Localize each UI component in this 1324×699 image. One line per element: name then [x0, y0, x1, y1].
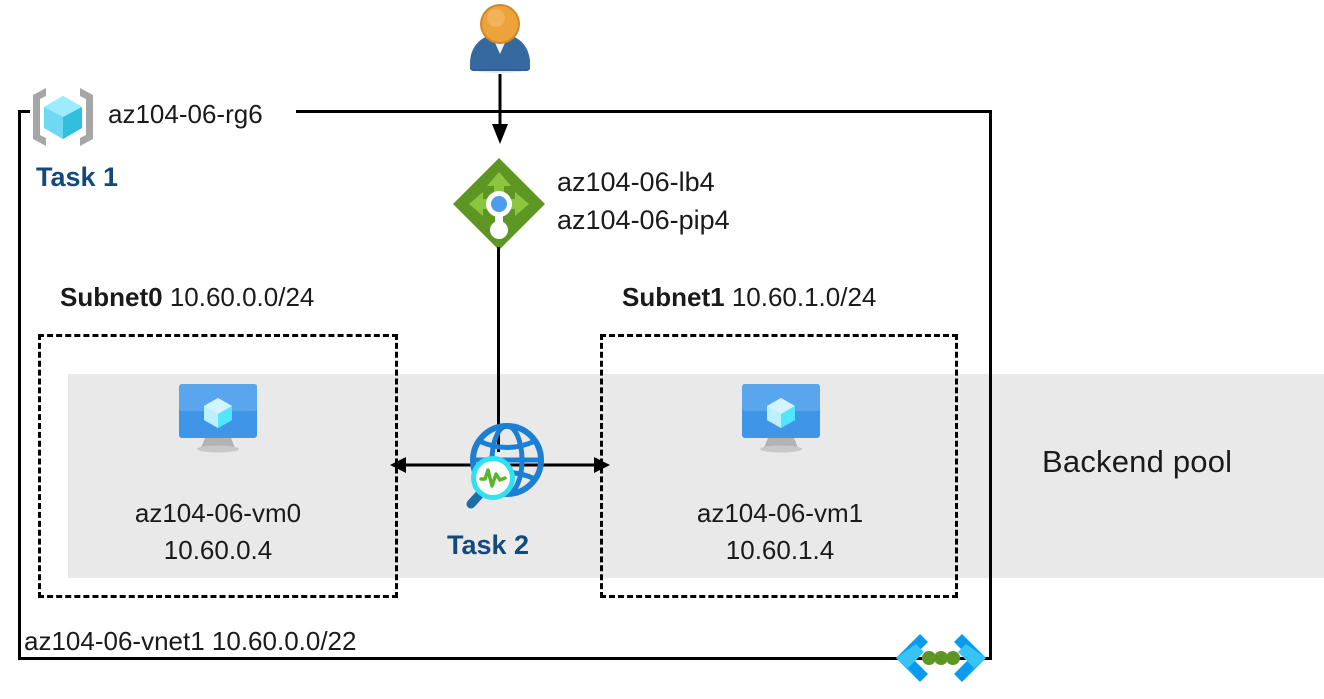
- vm0-labels: az104-06-vm0 10.60.0.4: [68, 495, 368, 569]
- load-balancer-icon: [451, 156, 547, 252]
- task-1-label: Task 1: [36, 162, 119, 192]
- backend-pool-band: [68, 374, 1324, 578]
- subnet0-cidr: 10.60.0.0/24: [169, 282, 315, 312]
- subnet1-name: Subnet1: [622, 282, 725, 312]
- subnet1-cidr: 10.60.1.0/24: [731, 282, 877, 312]
- loadbalancer-to-network-line: [497, 247, 500, 452]
- resource-group-cube-icon: [30, 86, 96, 148]
- user-to-loadbalancer-arrow: [484, 74, 516, 144]
- vnet-label: az104-06-vnet1 10.60.0.0/22: [24, 626, 357, 656]
- vm1-name: az104-06-vm1: [696, 498, 864, 528]
- resource-group-label: az104-06-rg6: [108, 99, 263, 129]
- vm1-labels: az104-06-vm1 10.60.1.4: [630, 495, 930, 569]
- backend-pool-label: Backend pool: [1042, 444, 1233, 479]
- vm0-ip: 10.60.0.4: [163, 535, 273, 565]
- virtual-machine-icon: [740, 382, 822, 454]
- public-ip-name: az104-06-pip4: [557, 205, 730, 235]
- task-2-label: Task 2: [447, 530, 530, 560]
- virtual-machine-icon: [177, 382, 259, 454]
- load-balancer-labels: az104-06-lb4 az104-06-pip4: [557, 163, 730, 239]
- resource-group-border-gap: [30, 100, 296, 122]
- subnet0-heading: Subnet0 10.60.0.0/24: [60, 282, 314, 313]
- subnet0-name: Subnet0: [60, 282, 163, 312]
- virtual-network-icon: [894, 630, 988, 686]
- user-person-icon: [462, 2, 538, 76]
- vm0-name: az104-06-vm0: [134, 498, 302, 528]
- load-balancer-name: az104-06-lb4: [557, 167, 715, 197]
- vm1-ip: 10.60.1.4: [725, 535, 835, 565]
- resource-group-boundary: [18, 110, 992, 660]
- network-watcher-globe-icon: [455, 420, 555, 516]
- subnet1-heading: Subnet1 10.60.1.0/24: [622, 282, 876, 313]
